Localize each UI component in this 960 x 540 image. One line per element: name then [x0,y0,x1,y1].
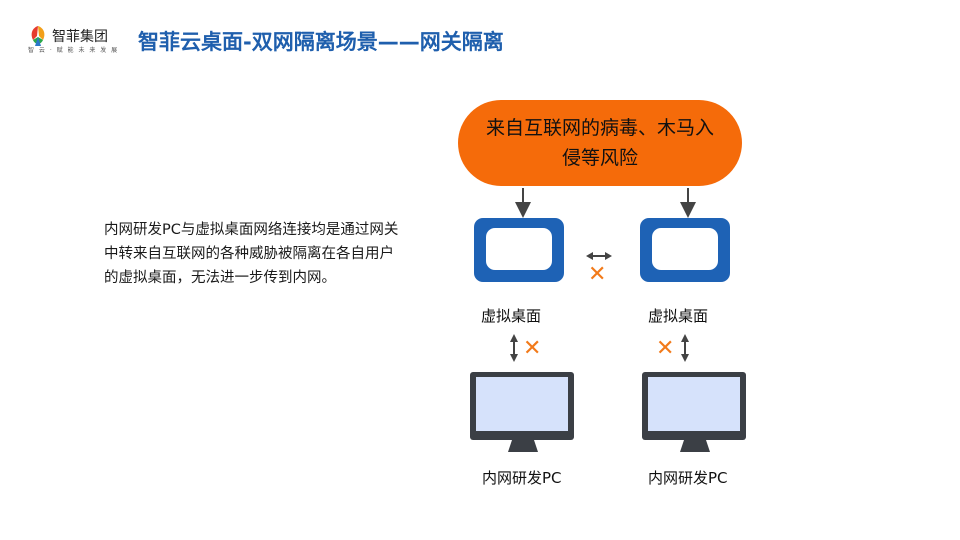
virtual-desktop-left-label: 虚拟桌面 [481,307,542,325]
scenario-description: 内网研发PC与虚拟桌面网络连接均是通过网关中转来自互联网的各种威胁被隔离在各自用… [104,222,399,286]
virtual-desktop-right-label: 虚拟桌面 [648,307,709,325]
dev-pc-left-label: 内网研发PC [482,469,562,487]
company-logo: 智菲集团 智 云 · 赋 能 未 来 发 展 [26,24,122,54]
monitor-icon [640,218,730,282]
risk-bubble-text: 来自互联网的病毒、木马入侵等风险 [485,117,714,169]
logo-icon [31,26,45,46]
blocked-icon: ✕ [588,262,607,287]
double-arrow-icon [681,334,689,362]
double-arrow-icon [586,252,612,260]
double-arrow-icon [510,334,518,362]
monitor-icon [474,218,564,282]
risk-bubble: 来自互联网的病毒、木马入侵等风险 [458,100,742,186]
desktop-pc-icon [470,372,574,452]
blocked-icon: ✕ [523,336,542,361]
desktop-pc-icon [642,372,746,452]
dev-pc-right-label: 内网研发PC [648,469,728,487]
page-title: 智菲云桌面-双网隔离场景——网关隔离 [138,30,504,54]
logo-name: 智菲集团 [52,29,108,45]
logo-tagline: 智 云 · 赋 能 未 来 发 展 [28,47,119,54]
blocked-icon: ✕ [656,336,675,361]
